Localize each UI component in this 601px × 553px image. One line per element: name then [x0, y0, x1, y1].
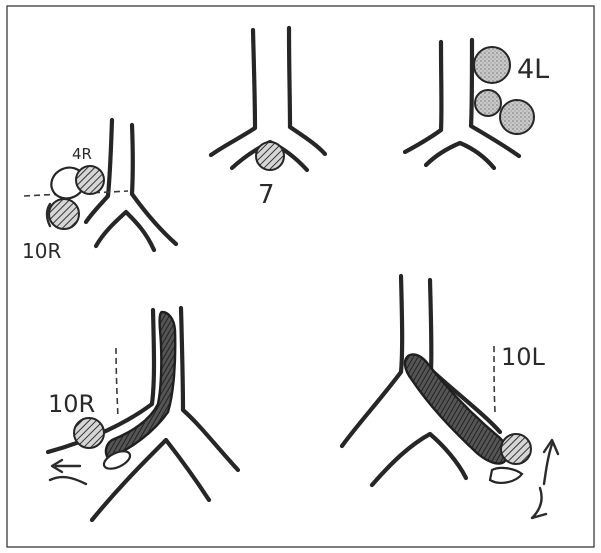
node-4r: [76, 166, 104, 194]
label-10r-bottom: 10R: [48, 390, 95, 418]
label-4r: 4R: [72, 145, 92, 163]
label-10r-top: 10R: [22, 239, 61, 263]
node-10r-bottom: [74, 418, 104, 448]
node-10l: [501, 434, 531, 464]
label-4l: 4L: [517, 54, 549, 85]
figure-border: [7, 6, 594, 547]
node-4l-lateral: [500, 100, 534, 134]
node-4l: [474, 47, 510, 83]
node-7: [256, 142, 284, 170]
node-10r-top: [49, 199, 79, 229]
label-10l: 10L: [501, 343, 546, 371]
label-7: 7: [258, 180, 275, 210]
node-4l-lower: [475, 90, 501, 116]
